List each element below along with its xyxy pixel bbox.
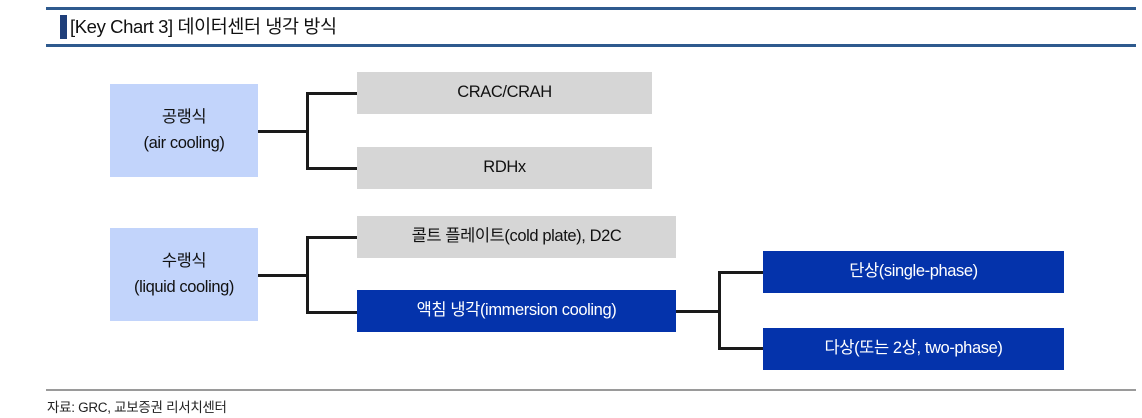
- top-border-rule: [46, 7, 1136, 10]
- node-single-phase-label: 단상(single-phase): [849, 262, 978, 281]
- header-underline-rule: [46, 44, 1136, 47]
- node-immersion-cooling-label: 액침 냉각(immersion cooling): [416, 301, 617, 320]
- footer-divider: [46, 389, 1136, 391]
- node-immersion-cooling[interactable]: 액침 냉각(immersion cooling): [357, 290, 676, 332]
- connector-immersion-stub: [676, 310, 720, 313]
- connector-air-to-crac: [306, 92, 357, 95]
- connector-liquid-vertical: [306, 236, 309, 313]
- node-two-phase[interactable]: 다상(또는 2상, two-phase): [763, 328, 1064, 370]
- node-liquid-cooling[interactable]: 수랭식 (liquid cooling): [110, 228, 258, 321]
- node-crac-crah-label: CRAC/CRAH: [457, 83, 552, 102]
- node-two-phase-label: 다상(또는 2상, two-phase): [824, 339, 1003, 358]
- chart-header: [Key Chart 3] 데이터센터 냉각 방식: [46, 13, 1136, 40]
- connector-air-to-rdhx: [306, 167, 357, 170]
- connector-air-stub: [258, 130, 308, 133]
- connector-liquid-stub: [258, 274, 308, 277]
- node-cold-plate-label: 콜트 플레이트(cold plate), D2C: [411, 227, 622, 246]
- node-rdhx-label: RDHx: [483, 158, 526, 177]
- source-note: 자료: GRC, 교보증권 리서치센터: [47, 400, 227, 415]
- node-air-cooling[interactable]: 공랭식 (air cooling): [110, 84, 258, 177]
- node-cold-plate[interactable]: 콜트 플레이트(cold plate), D2C: [357, 216, 676, 258]
- node-air-cooling-label-primary: 공랭식: [161, 107, 207, 126]
- node-crac-crah[interactable]: CRAC/CRAH: [357, 72, 652, 114]
- node-liquid-cooling-label-secondary: (liquid cooling): [134, 277, 234, 296]
- left-bracket-bar-icon: [60, 15, 67, 39]
- node-single-phase[interactable]: 단상(single-phase): [763, 251, 1064, 293]
- page-title: [Key Chart 3] 데이터센터 냉각 방식: [70, 16, 337, 37]
- connector-liquid-to-coldplate: [306, 236, 357, 239]
- connector-liquid-to-immersion: [306, 311, 357, 314]
- node-air-cooling-label-secondary: (air cooling): [143, 133, 225, 152]
- node-rdhx[interactable]: RDHx: [357, 147, 652, 189]
- connector-immersion-to-single: [718, 271, 764, 274]
- node-liquid-cooling-label-primary: 수랭식: [161, 251, 207, 270]
- connector-air-vertical: [306, 92, 309, 169]
- connector-immersion-to-two: [718, 347, 764, 350]
- connector-immersion-vertical: [718, 271, 721, 348]
